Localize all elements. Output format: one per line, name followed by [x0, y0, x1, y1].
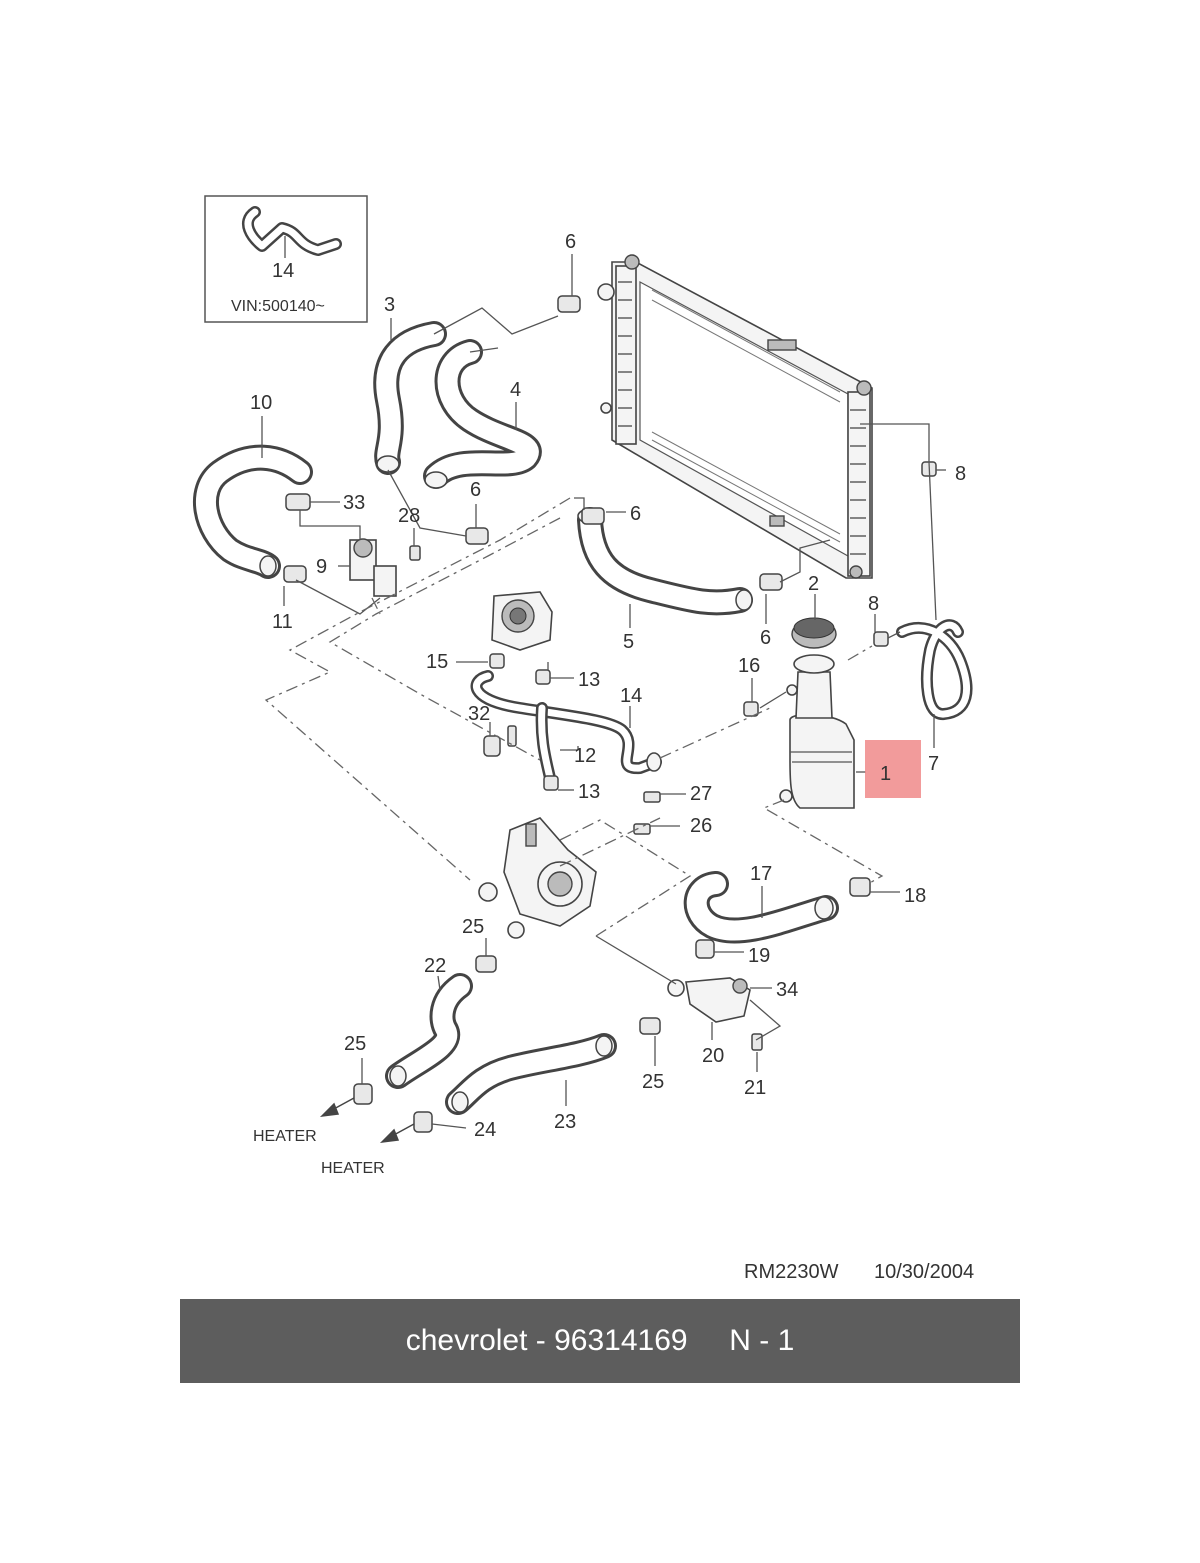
heater-arrows [319, 1097, 415, 1144]
heater-label-right: HEATER [321, 1160, 385, 1177]
hose-4 [423, 339, 542, 489]
callout-18: 18 [904, 885, 926, 907]
fitting-20 [667, 977, 751, 1023]
diagram-ref: RM2230W [744, 1261, 839, 1283]
heater-label-left: HEATER [253, 1128, 317, 1145]
callout-6d: 6 [760, 627, 771, 649]
callout-labels: 1 2 3 4 5 6 6 6 6 7 8 8 9 10 11 12 13 13… [250, 231, 966, 1141]
callout-6c: 6 [630, 503, 641, 525]
callout-33: 33 [343, 492, 365, 514]
clamps [283, 295, 937, 1133]
callout-19: 19 [748, 945, 770, 967]
callout-25a: 25 [462, 916, 484, 938]
hose-12 [535, 702, 556, 784]
hose-ends [259, 555, 834, 1113]
callout-5: 5 [623, 631, 634, 653]
callout-16: 16 [738, 655, 760, 677]
hose-3 [373, 321, 447, 475]
callout-12: 12 [574, 745, 596, 767]
callout-9: 9 [316, 556, 327, 578]
callout-6a: 6 [565, 231, 576, 253]
callout-14: 14 [620, 685, 642, 707]
inset-box: 14 VIN:500140~ [204, 195, 368, 323]
callout-17: 17 [750, 863, 772, 885]
radiator [597, 254, 873, 579]
leader-lines [261, 254, 946, 1129]
callout-20: 20 [702, 1045, 724, 1067]
thermostat-housing [478, 817, 597, 939]
hose-7 [896, 619, 973, 720]
callout-2: 2 [808, 573, 819, 595]
surge-tank [779, 654, 855, 809]
highlight-box [865, 740, 921, 798]
callout-6b: 6 [470, 479, 481, 501]
callout-24: 24 [474, 1119, 496, 1141]
callout-13a: 13 [578, 669, 600, 691]
footer-text: chevrolet - 96314169 N - 1 [405, 1324, 795, 1357]
hose-22 [385, 973, 473, 1089]
callout-27: 27 [690, 783, 712, 805]
callout-23: 23 [554, 1111, 576, 1133]
callout-21: 21 [744, 1077, 766, 1099]
callout-22: 22 [424, 955, 446, 977]
hose-17 [683, 871, 839, 944]
diagram-date: 10/30/2004 [874, 1261, 974, 1283]
callout-28: 28 [398, 505, 420, 527]
callout-32: 32 [468, 703, 490, 725]
callout-10: 10 [250, 392, 272, 414]
callout-15: 15 [426, 651, 448, 673]
hose-23 [445, 1033, 617, 1115]
callout-26: 26 [690, 815, 712, 837]
inset-vin-note: VIN:500140~ [231, 298, 325, 315]
callout-13b: 13 [578, 781, 600, 803]
throttle-body [491, 591, 553, 651]
callout-34: 34 [776, 979, 798, 1001]
hose-14 [470, 670, 662, 775]
footer-bar: chevrolet - 96314169 N - 1 [180, 1299, 1020, 1383]
dashed-lines [264, 497, 884, 937]
callout-4: 4 [510, 379, 521, 401]
surge-tank-cap [791, 617, 837, 649]
inset-callout: 14 [272, 260, 294, 282]
callout-8b: 8 [868, 593, 879, 615]
callout-3: 3 [384, 294, 395, 316]
callout-25c: 25 [642, 1071, 664, 1093]
callout-25b: 25 [344, 1033, 366, 1055]
fitting-9 [349, 538, 397, 597]
callout-7: 7 [928, 753, 939, 775]
callout-1: 1 [880, 763, 891, 785]
callout-8a: 8 [955, 463, 966, 485]
callout-11: 11 [272, 611, 293, 633]
hose-10 [193, 444, 313, 579]
